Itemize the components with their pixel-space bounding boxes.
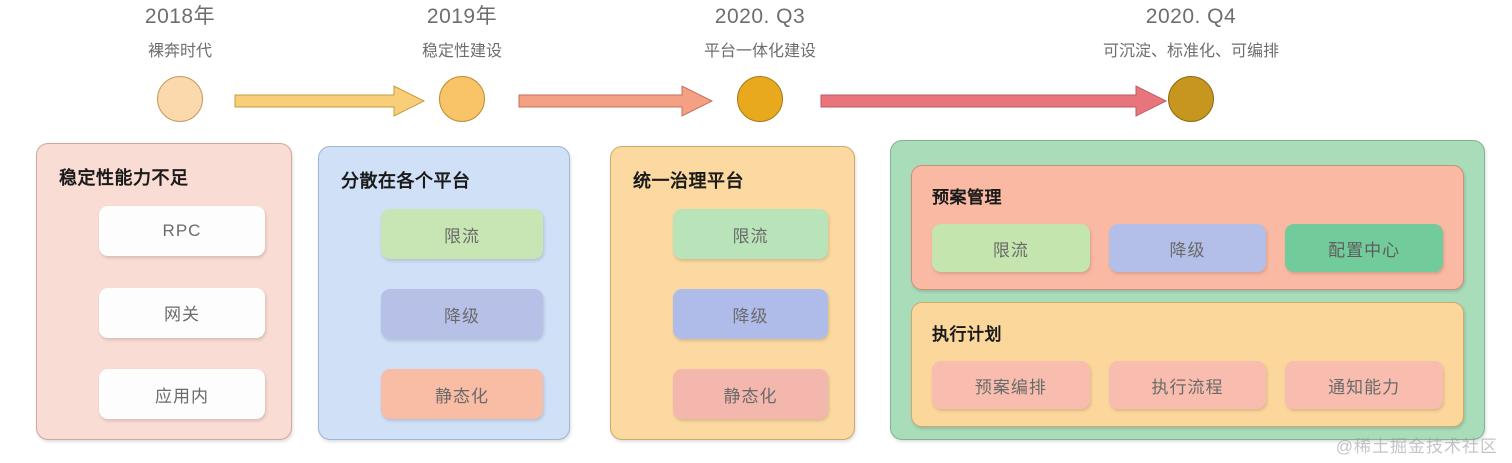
watermark: @稀土掘金技术社区 (1335, 437, 1498, 456)
panel-chip-list: RPC 网关 应用内 (99, 206, 265, 419)
timeline-node-2018: 2018年 裸奔时代 (112, 4, 248, 122)
timeline-node-2020q4: 2020. Q4 可沉淀、标准化、可编排 (1078, 4, 1304, 122)
panel-scattered-platforms[interactable]: 分散在各个平台 限流 降级 静态化 (318, 146, 570, 440)
timeline-year-label: 2020. Q3 (714, 5, 806, 28)
chip-rpc[interactable]: RPC (99, 206, 265, 256)
panel-chip-list: 限流 降级 静态化 (381, 209, 543, 419)
chip-gateway[interactable]: 网关 (99, 287, 265, 338)
timeline-subtitle-label: 裸奔时代 (147, 43, 212, 60)
panel-title: 分散在各个平台 (341, 171, 471, 191)
timeline-subtitle-label: 可沉淀、标准化、可编排 (1102, 43, 1279, 60)
arrow-2020q3-2020q4-icon (820, 84, 1168, 118)
timeline-node-2019: 2019年 稳定性建设 (394, 4, 530, 122)
chip-config-center[interactable]: 配置中心 (1285, 224, 1444, 272)
panel-chip-list: 限流 降级 静态化 (673, 209, 828, 419)
timeline-node-2020q3: 2020. Q3 平台一体化建设 (662, 4, 858, 122)
panel-orchestration-platform[interactable]: 预案管理 限流 降级 配置中心 执行计划 预案编排 执行流程 通知能力 (890, 140, 1485, 440)
timeline-year-label: 2020. Q4 (1145, 5, 1237, 28)
chip-execution-flow[interactable]: 执行流程 (1108, 361, 1267, 409)
arrow-2018-2019-icon (234, 84, 426, 118)
panel-unified-governance[interactable]: 统一治理平台 限流 降级 静态化 (610, 146, 855, 440)
chip-plan-orchestration[interactable]: 预案编排 (932, 361, 1090, 409)
panel-stability-gap[interactable]: 稳定性能力不足 RPC 网关 应用内 (36, 143, 292, 440)
chip-rate-limit[interactable]: 限流 (932, 224, 1090, 272)
chip-static[interactable]: 静态化 (673, 369, 828, 419)
timeline-dot-icon (1168, 76, 1214, 122)
chip-degrade[interactable]: 降级 (673, 289, 828, 339)
chip-static[interactable]: 静态化 (381, 369, 543, 419)
section-title: 执行计划 (932, 325, 1002, 344)
timeline-subtitle-label: 稳定性建设 (421, 43, 502, 60)
section-execution-plan[interactable]: 执行计划 预案编排 执行流程 通知能力 (911, 302, 1464, 427)
chip-degrade[interactable]: 降级 (381, 289, 543, 339)
section-title: 预案管理 (932, 188, 1002, 207)
chip-rate-limit[interactable]: 限流 (673, 209, 828, 259)
chip-rate-limit[interactable]: 限流 (381, 209, 543, 259)
arrow-2019-2020q3-icon (518, 84, 714, 118)
timeline-dot-icon (737, 76, 783, 122)
timeline-dot-icon (439, 76, 485, 122)
section-chip-list: 预案编排 执行流程 通知能力 (932, 361, 1444, 409)
timeline-year-label: 2018年 (144, 5, 216, 28)
chip-notification[interactable]: 通知能力 (1285, 361, 1444, 409)
panel-title: 稳定性能力不足 (59, 168, 189, 188)
section-plan-management[interactable]: 预案管理 限流 降级 配置中心 (911, 165, 1464, 290)
section-chip-list: 限流 降级 配置中心 (932, 224, 1444, 272)
chip-degrade[interactable]: 降级 (1108, 224, 1267, 272)
timeline: 2018年 裸奔时代 2019年 稳定性建设 2020. Q3 平台一体化建设 (0, 0, 1512, 136)
timeline-dot-icon (157, 76, 203, 122)
timeline-year-label: 2019年 (426, 5, 498, 28)
timeline-subtitle-label: 平台一体化建设 (703, 43, 816, 60)
chip-in-app[interactable]: 应用内 (99, 369, 265, 419)
panel-title: 统一治理平台 (633, 171, 744, 191)
